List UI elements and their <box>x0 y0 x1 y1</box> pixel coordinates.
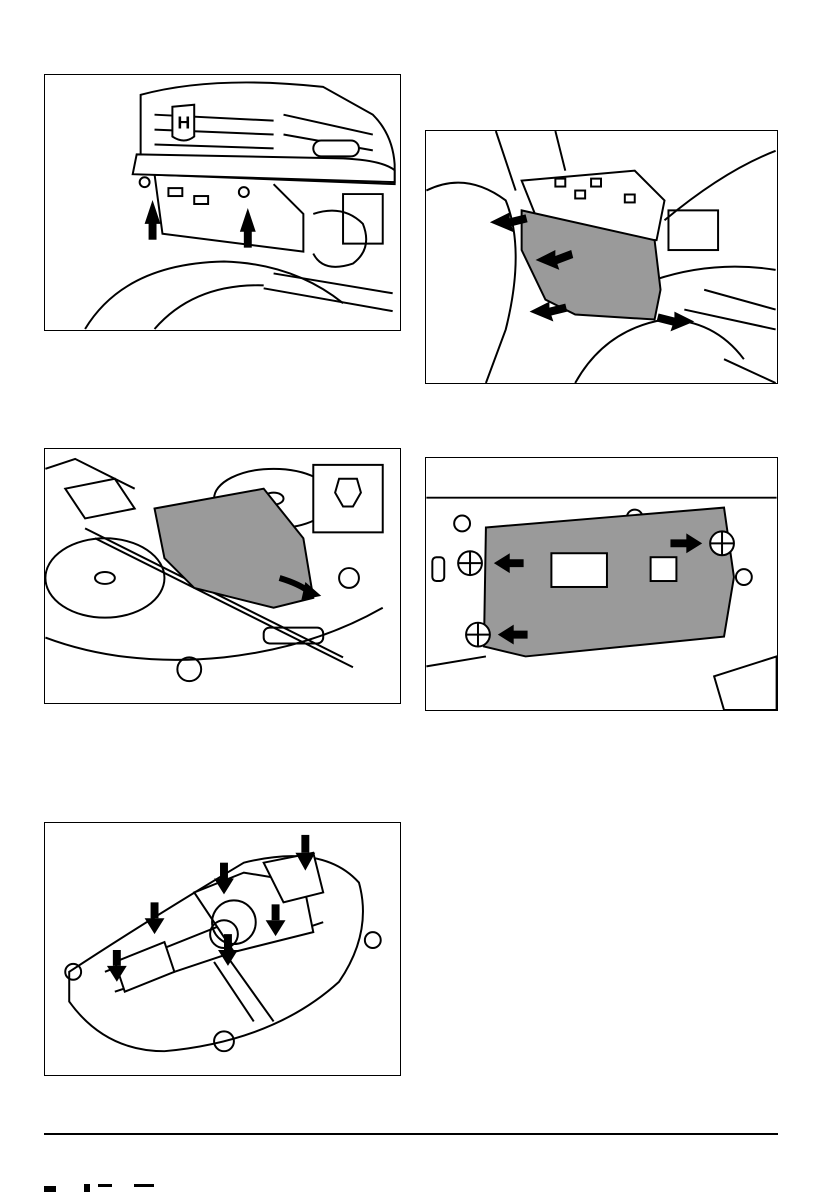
bottom-plate-figure <box>425 457 778 711</box>
arrow-down-right-icon <box>657 312 695 332</box>
cutting-deck-cover-figure <box>44 448 401 704</box>
deck-cover-illustration <box>45 449 400 703</box>
footer-marks <box>44 1184 164 1192</box>
arrow-up-icon <box>240 208 256 248</box>
arrow-down-left-icon <box>530 302 568 322</box>
deck-lubrication-illustration <box>45 823 400 1075</box>
hood-illustration: H <box>45 75 400 330</box>
svg-text:H: H <box>177 113 190 133</box>
dashboard-illustration <box>426 131 777 383</box>
footer-rule <box>44 1133 778 1135</box>
dashboard-cover-figure <box>425 130 778 384</box>
hood-screws-figure: H <box>44 74 401 331</box>
deck-cover-panel <box>155 489 314 608</box>
bottom-plate-illustration <box>426 458 777 710</box>
knob-inset-icon <box>313 465 382 532</box>
deck-lubrication-points-figure <box>44 822 401 1076</box>
